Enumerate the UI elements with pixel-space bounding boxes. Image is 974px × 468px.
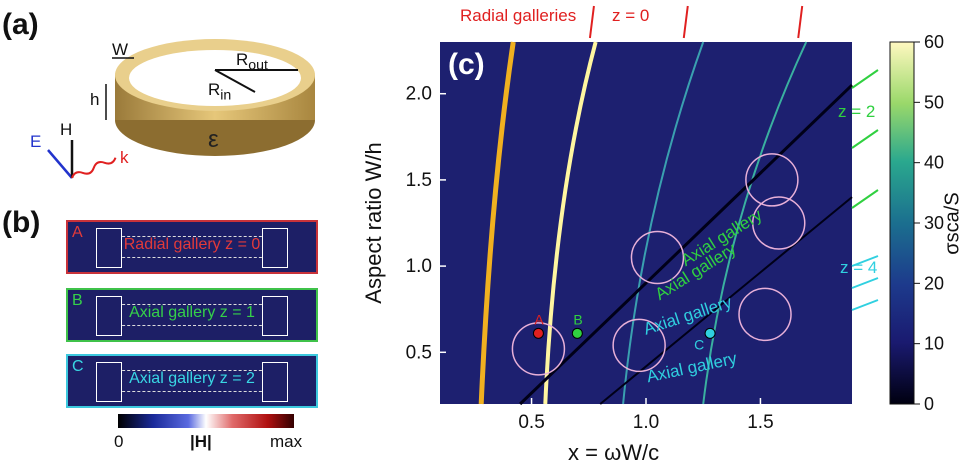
highlight-circle [745,153,799,207]
epsilon-label: ε [208,126,219,153]
marked-point-B [571,327,583,339]
h-field-label: H [60,120,73,139]
w-label: W [112,40,129,59]
indicator-arrow [851,277,879,289]
indicator-arrow [797,5,804,39]
mode-b-text: Axial gallery z = 1 [129,304,255,321]
heatmap-area [440,42,852,404]
y-tick-label: 1.0 [406,256,432,277]
colorbar-tick-label: 40 [924,153,944,173]
x-tick-label: 0.5 [518,412,544,433]
z0-note: z = 0 [612,6,650,25]
heatmap-chart: 0.5 1.0 1.5 0.5 1.0 1.5 2.0 0 10 20 30 40 50 60 A B C [406,5,944,433]
panel-a-label: (a) [2,8,39,41]
z4-note: z = 4 [840,258,878,277]
panel-b-label: (b) [2,206,41,239]
rin-label: Rin [208,80,232,104]
scale-min: 0 [114,432,124,451]
indicator-arrow [588,5,595,39]
z2-note: z = 2 [838,102,876,121]
panel-c-label: (c) [448,48,485,81]
colorbar-tick-label: 60 [924,32,944,52]
mode-box-c: C Axial gallery z = 2 [66,354,318,408]
colorbar-tick-label: 50 [924,92,944,112]
indicator-arrow [682,5,689,39]
rout-label: Rout [236,50,268,74]
resonance-streak [519,84,854,406]
y-tick-label: 2.0 [406,84,432,105]
radial-galleries-note: Radial galleries [460,6,577,25]
x-tick-label: 1.5 [747,412,773,433]
indicator-arrow [851,255,879,267]
indicator-arrow [851,299,879,311]
mode-a-text: Radial gallery z = 0 [123,236,261,253]
resonance-streak [543,41,598,405]
y-tick-label: 0.5 [406,342,432,363]
resonance-streak [478,41,516,405]
colorbar-tick-label: 20 [924,273,944,293]
k-label: k [120,148,129,167]
field-scale-bar [118,414,294,428]
highlight-circle [738,287,792,342]
colorbar-tick-label: 0 [924,394,934,414]
indicator-arrow [851,129,879,149]
indicator-arrow [851,189,879,209]
scale-max: max [270,432,303,451]
highlight-circle [752,196,806,250]
mode-box-a: A Radial gallery z = 0 [66,220,318,274]
marked-point-label: B [573,311,582,327]
mode-box-b: B Axial gallery z = 1 [66,288,318,342]
h-label: h [90,90,100,109]
marked-point-label: C [694,336,704,352]
colorbar [889,41,915,405]
resonance-streak [599,196,853,405]
highlight-circle [612,318,666,373]
colorbar-tick-label: 30 [924,213,944,233]
colorbar-tick-label: 10 [924,334,944,354]
ring-illustration [47,39,315,179]
indicator-arrow [851,69,879,89]
highlight-circle [511,322,566,376]
y-axis-label: Aspect ratio W/h [361,142,386,304]
e-field-label: E [30,132,42,151]
scale-label: |H| [190,432,212,451]
x-tick-label: 1.0 [633,412,659,433]
marked-point-A [532,327,544,339]
resonance-streak [702,41,808,405]
marked-point-C [704,327,716,339]
x-axis-label: x = ωW/c [568,440,660,465]
marked-point-label: A [534,311,544,327]
mode-c-text: Axial gallery z = 2 [129,370,255,387]
colorbar-label: σsca/S [941,192,964,255]
y-tick-label: 1.5 [406,170,432,191]
highlight-circle [630,230,685,285]
resonance-streak [622,41,705,405]
